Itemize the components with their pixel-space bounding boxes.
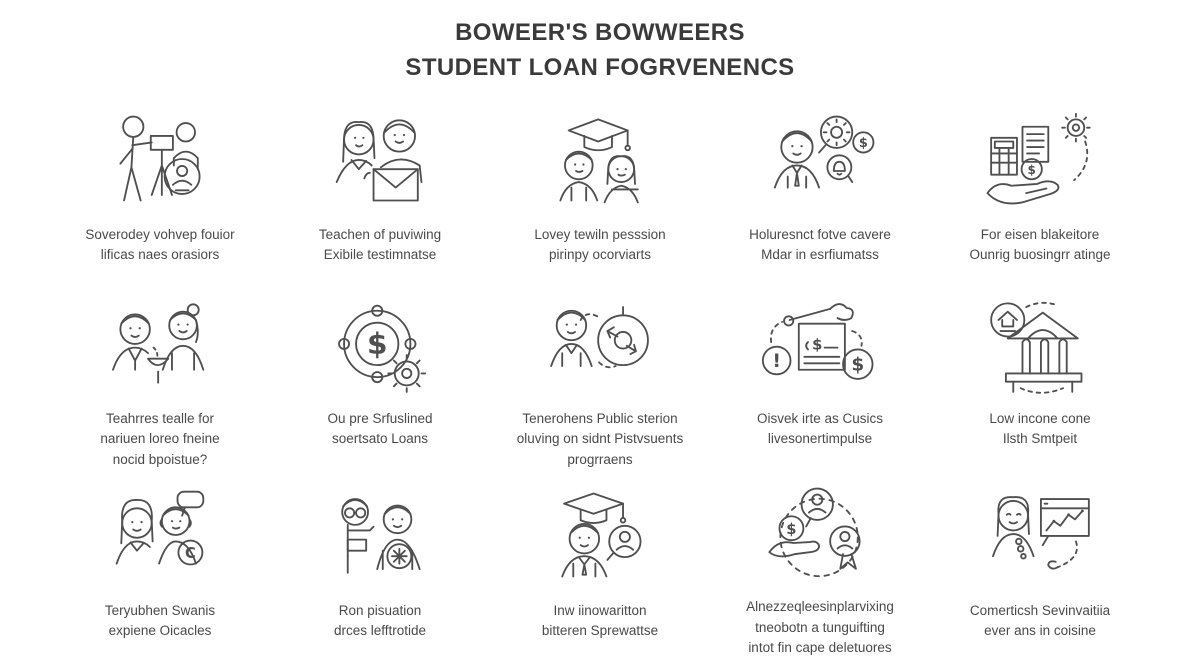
caption-line: Soverodey vohvep fouior bbox=[85, 227, 235, 242]
caption-line: Ounrig buosingrr atinge bbox=[969, 247, 1111, 263]
page-title: BOWEER'S BOWWEERS STUDENT LOAN FOGRVENEN… bbox=[0, 16, 1200, 86]
grid-item: Oisvek irte as Cusics livesonertimpulse bbox=[710, 284, 930, 476]
item-caption: Teryubhen Swanis expiene Oicacles bbox=[105, 601, 215, 642]
writer-gear-person-icon bbox=[319, 476, 441, 594]
caption-line: Alnezzeqleesinplarvixing bbox=[746, 599, 894, 615]
caption-line: Ilsth Smtpeit bbox=[1002, 431, 1078, 447]
item-caption: Tenerohens Public sterion oluving on sidn… bbox=[517, 409, 684, 470]
item-caption: Ron pisuation drces lefftrotide bbox=[334, 601, 426, 642]
caption-line: Comerticsh Sevinvaitiia bbox=[969, 603, 1111, 618]
item-caption: Alnezzeqleesinplarvixing tneobotn a tungu… bbox=[746, 597, 894, 658]
caption-line: expiene Oicacles bbox=[108, 623, 212, 639]
item-caption: Oisvek irte as Cusics livesonertimpulse bbox=[757, 409, 883, 450]
graduates-cap-icon bbox=[539, 100, 661, 218]
caption-line: bitteren Sprewattse bbox=[541, 623, 659, 639]
student-chat-icon bbox=[539, 476, 661, 594]
grid-item: Comerticsh Sevinvaitiia ever ans in coisi… bbox=[930, 476, 1150, 658]
caption-line: nocid bpoistue? bbox=[112, 451, 208, 467]
caption-line: drces lefftrotide bbox=[333, 623, 427, 639]
caption-line: lificas naes orasiors bbox=[100, 247, 220, 263]
person-target-icon bbox=[539, 284, 661, 402]
item-caption: Comerticsh Sevinvaitiia ever ans in coisi… bbox=[970, 601, 1110, 642]
caption-line: Ron pisuation bbox=[338, 603, 422, 618]
caption-line: soertsato Loans bbox=[331, 431, 429, 447]
woman-chart-window-icon bbox=[979, 476, 1101, 594]
couple-envelope-icon bbox=[319, 100, 441, 218]
dollar-orbit-gear-icon bbox=[319, 284, 441, 402]
grid-item: Inw iinowaritton bitteren Sprewattse bbox=[490, 476, 710, 658]
loan-house-alert-icon bbox=[759, 284, 881, 402]
grid-item: Tenerohens Public sterion oluving on sidn… bbox=[490, 284, 710, 476]
caption-line: Holuresnct fotve cavere bbox=[749, 227, 891, 242]
photographer-profile-icon bbox=[99, 100, 221, 218]
grid-item: Soverodey vohvep fouior lificas naes oras… bbox=[50, 100, 270, 284]
caption-line: Mdar in esrfiumatss bbox=[761, 247, 879, 263]
thinking-finance-icon bbox=[759, 100, 881, 218]
caption-line: tneobotn a tunguifting bbox=[755, 619, 885, 635]
caption-line: Low incone cone bbox=[989, 411, 1091, 426]
caption-line: Exibile testimnatse bbox=[323, 247, 437, 263]
grid-item: Ron pisuation drces lefftrotide bbox=[270, 476, 490, 658]
caption-line: oluving on sidnt Pistvsuents bbox=[516, 431, 684, 447]
caption-line: Ou pre Srfuslined bbox=[327, 411, 433, 426]
grid-item: Lovey tewiln pesssion pirinpy ocorviarts bbox=[490, 100, 710, 284]
caption-line: Teryubhen Swanis bbox=[104, 603, 216, 618]
item-caption: Inw iinowaritton bitteren Sprewattse bbox=[542, 601, 658, 642]
two-women-copyright-icon bbox=[99, 476, 221, 594]
caption-line: Inw iinowaritton bbox=[553, 603, 647, 618]
caption-line: pirinpy ocorviarts bbox=[548, 247, 652, 263]
caption-line: intot fin cape deletuores bbox=[748, 639, 892, 655]
item-caption: Teahrres tealle for nariuen loreo fneine n… bbox=[100, 409, 219, 470]
caption-line: Tenerohens Public sterion bbox=[522, 411, 678, 426]
caption-line: For eisen blakeitore bbox=[980, 227, 1100, 242]
title-line-2: STUDENT LOAN FOGRVENENCS bbox=[405, 53, 795, 81]
icon-grid: Soverodey vohvep fouior lificas naes oras… bbox=[50, 100, 1150, 658]
title-line-1: BOWEER'S BOWWEERS bbox=[455, 19, 745, 46]
item-caption: Ou pre Srfuslined soertsato Loans bbox=[327, 409, 432, 450]
caption-line: Lovey tewiln pesssion bbox=[534, 227, 666, 242]
grid-item: Ou pre Srfuslined soertsato Loans bbox=[270, 284, 490, 476]
bank-building-icon bbox=[979, 284, 1101, 402]
item-caption: Soverodey vohvep fouior lificas naes oras… bbox=[85, 225, 234, 266]
caption-line: Oisvek irte as Cusics bbox=[756, 411, 884, 426]
hand-calculator-gear-icon bbox=[979, 100, 1101, 218]
caption-line: progrraens bbox=[567, 451, 633, 467]
caption-line: Teahrres tealle for bbox=[105, 411, 215, 426]
caption-line: ever ans in coisine bbox=[984, 623, 1096, 639]
grid-item: Alnezzeqleesinplarvixing tneobotn a tungu… bbox=[710, 476, 930, 658]
caption-line: Teachen of puviwing bbox=[318, 227, 442, 242]
hand-money-bubbles-icon bbox=[759, 476, 881, 590]
caption-line: nariuen loreo fneine bbox=[100, 431, 220, 447]
item-caption: Lovey tewiln pesssion pirinpy ocorviarts bbox=[534, 225, 665, 266]
grid-item: Teahrres tealle for nariuen loreo fneine n… bbox=[50, 284, 270, 476]
grid-item: Teryubhen Swanis expiene Oicacles bbox=[50, 476, 270, 658]
advisor-couple-bowl-icon bbox=[99, 284, 221, 402]
caption-line: livesonertimpulse bbox=[767, 431, 873, 447]
